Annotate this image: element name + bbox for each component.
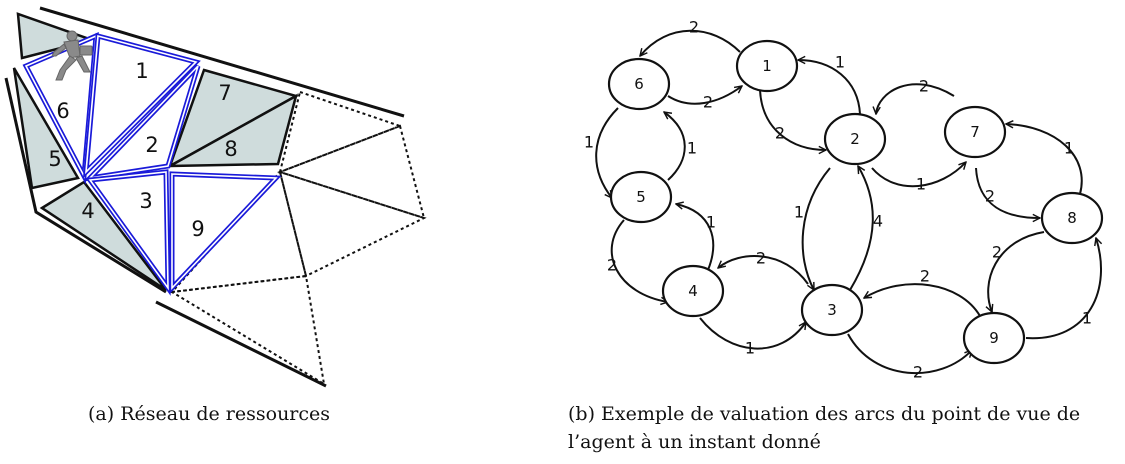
edge-weight-label: 2 <box>913 363 923 382</box>
node-8 <box>1040 191 1104 245</box>
boundary-bottom <box>155 300 327 388</box>
caption-a-text: Réseau de ressources <box>120 403 331 425</box>
dotted-triangles <box>168 90 427 386</box>
node-1 <box>735 39 799 93</box>
caption-b-tag: (b) <box>568 403 595 425</box>
edge-6-5 <box>595 107 619 198</box>
triangle-label: 3 <box>139 189 152 213</box>
edge-weight-label: 1 <box>706 213 716 232</box>
node-5 <box>609 170 673 224</box>
node-label: 5 <box>636 188 646 206</box>
triangle-label: 9 <box>191 217 204 241</box>
node-label: 9 <box>989 329 999 347</box>
panel-b-graph: 1 2 3 4 5 6 7 8 9 2 2 1 2 1 1 2 1 1 2 1 … <box>584 18 1104 382</box>
triangle-label: 1 <box>135 59 148 83</box>
triangle-8 <box>169 93 298 168</box>
node-6 <box>607 57 671 111</box>
edge-weight-label: 1 <box>584 133 594 152</box>
edge-7-8 <box>975 167 1040 218</box>
edge-6-1 <box>667 86 742 105</box>
node-2 <box>823 112 887 166</box>
triangle-label: 2 <box>145 133 158 157</box>
caption-b: (b) Exemple de valuation des arcs du poi… <box>568 400 1118 456</box>
edge-8-9 <box>988 231 1045 312</box>
edge-weight-label: 1 <box>794 203 804 222</box>
edge-weight-label: 1 <box>1082 309 1092 328</box>
edge-weight-label: 1 <box>835 53 845 72</box>
edge-weight-label: 2 <box>607 256 617 275</box>
edge-weight-label: 4 <box>873 212 883 231</box>
edge-3-9 <box>847 333 972 375</box>
edge-weight-label: 2 <box>920 267 930 286</box>
node-4 <box>661 264 725 318</box>
triangle-label: 5 <box>48 147 61 171</box>
triangle-4 <box>39 180 167 292</box>
node-label: 2 <box>850 130 860 148</box>
edge-4-5 <box>676 204 715 271</box>
triangle-label: 6 <box>56 99 69 123</box>
edge-weight-label: 2 <box>689 18 699 37</box>
edge-7-2 <box>876 83 955 114</box>
node-label: 4 <box>688 282 698 300</box>
triangle-label: 7 <box>218 81 231 105</box>
edge-weight-label: 2 <box>756 249 766 268</box>
node-label: 7 <box>970 123 980 141</box>
edge-weight-label: 1 <box>916 175 926 194</box>
edge-weight-label: 1 <box>687 139 697 158</box>
edge-9-8 <box>1025 238 1101 340</box>
edge-5-6 <box>664 112 686 181</box>
boundary-left <box>4 77 167 294</box>
edge-2-1 <box>798 60 861 115</box>
triangle-5 <box>12 67 80 190</box>
edge-4-3 <box>699 317 806 350</box>
edge-9-3 <box>864 283 981 317</box>
edge-2-7 <box>871 162 966 188</box>
node-label: 1 <box>762 57 772 75</box>
caption-a: (a) Réseau de ressources <box>88 400 388 428</box>
edge-weight-label: 1 <box>1064 139 1074 158</box>
node-label: 8 <box>1067 209 1077 227</box>
panel-a-resource-network: 1 2 3 4 5 6 7 8 9 <box>4 6 427 388</box>
edge-weight-label: 2 <box>919 77 929 96</box>
caption-a-tag: (a) <box>88 403 115 425</box>
edge-weight-label: 2 <box>703 93 713 112</box>
node-label: 3 <box>827 301 837 319</box>
edge-3-2 <box>849 166 874 291</box>
triangle-label: 8 <box>224 137 237 161</box>
blue-path-triangles <box>22 32 282 296</box>
edge-8-7 <box>1006 124 1083 195</box>
edge-1-6 <box>640 29 741 56</box>
edge-1-2 <box>759 89 826 150</box>
boundary-top <box>39 6 405 118</box>
node-3 <box>800 283 864 337</box>
node-7 <box>943 105 1007 159</box>
edge-weight-label: 1 <box>745 339 755 358</box>
triangle-label: 4 <box>81 199 94 223</box>
node-9 <box>962 311 1026 365</box>
node-label: 6 <box>634 75 644 93</box>
edge-5-4 <box>610 219 668 302</box>
edge-weight-label: 2 <box>775 124 785 143</box>
edge-weight-label: 2 <box>985 187 995 206</box>
edge-3-4 <box>718 255 809 285</box>
caption-b-text: Exemple de valuation des arcs du point d… <box>568 403 1081 453</box>
edge-weight-label: 2 <box>992 243 1002 262</box>
edge-2-3 <box>801 167 831 290</box>
agent-icon <box>51 30 93 81</box>
